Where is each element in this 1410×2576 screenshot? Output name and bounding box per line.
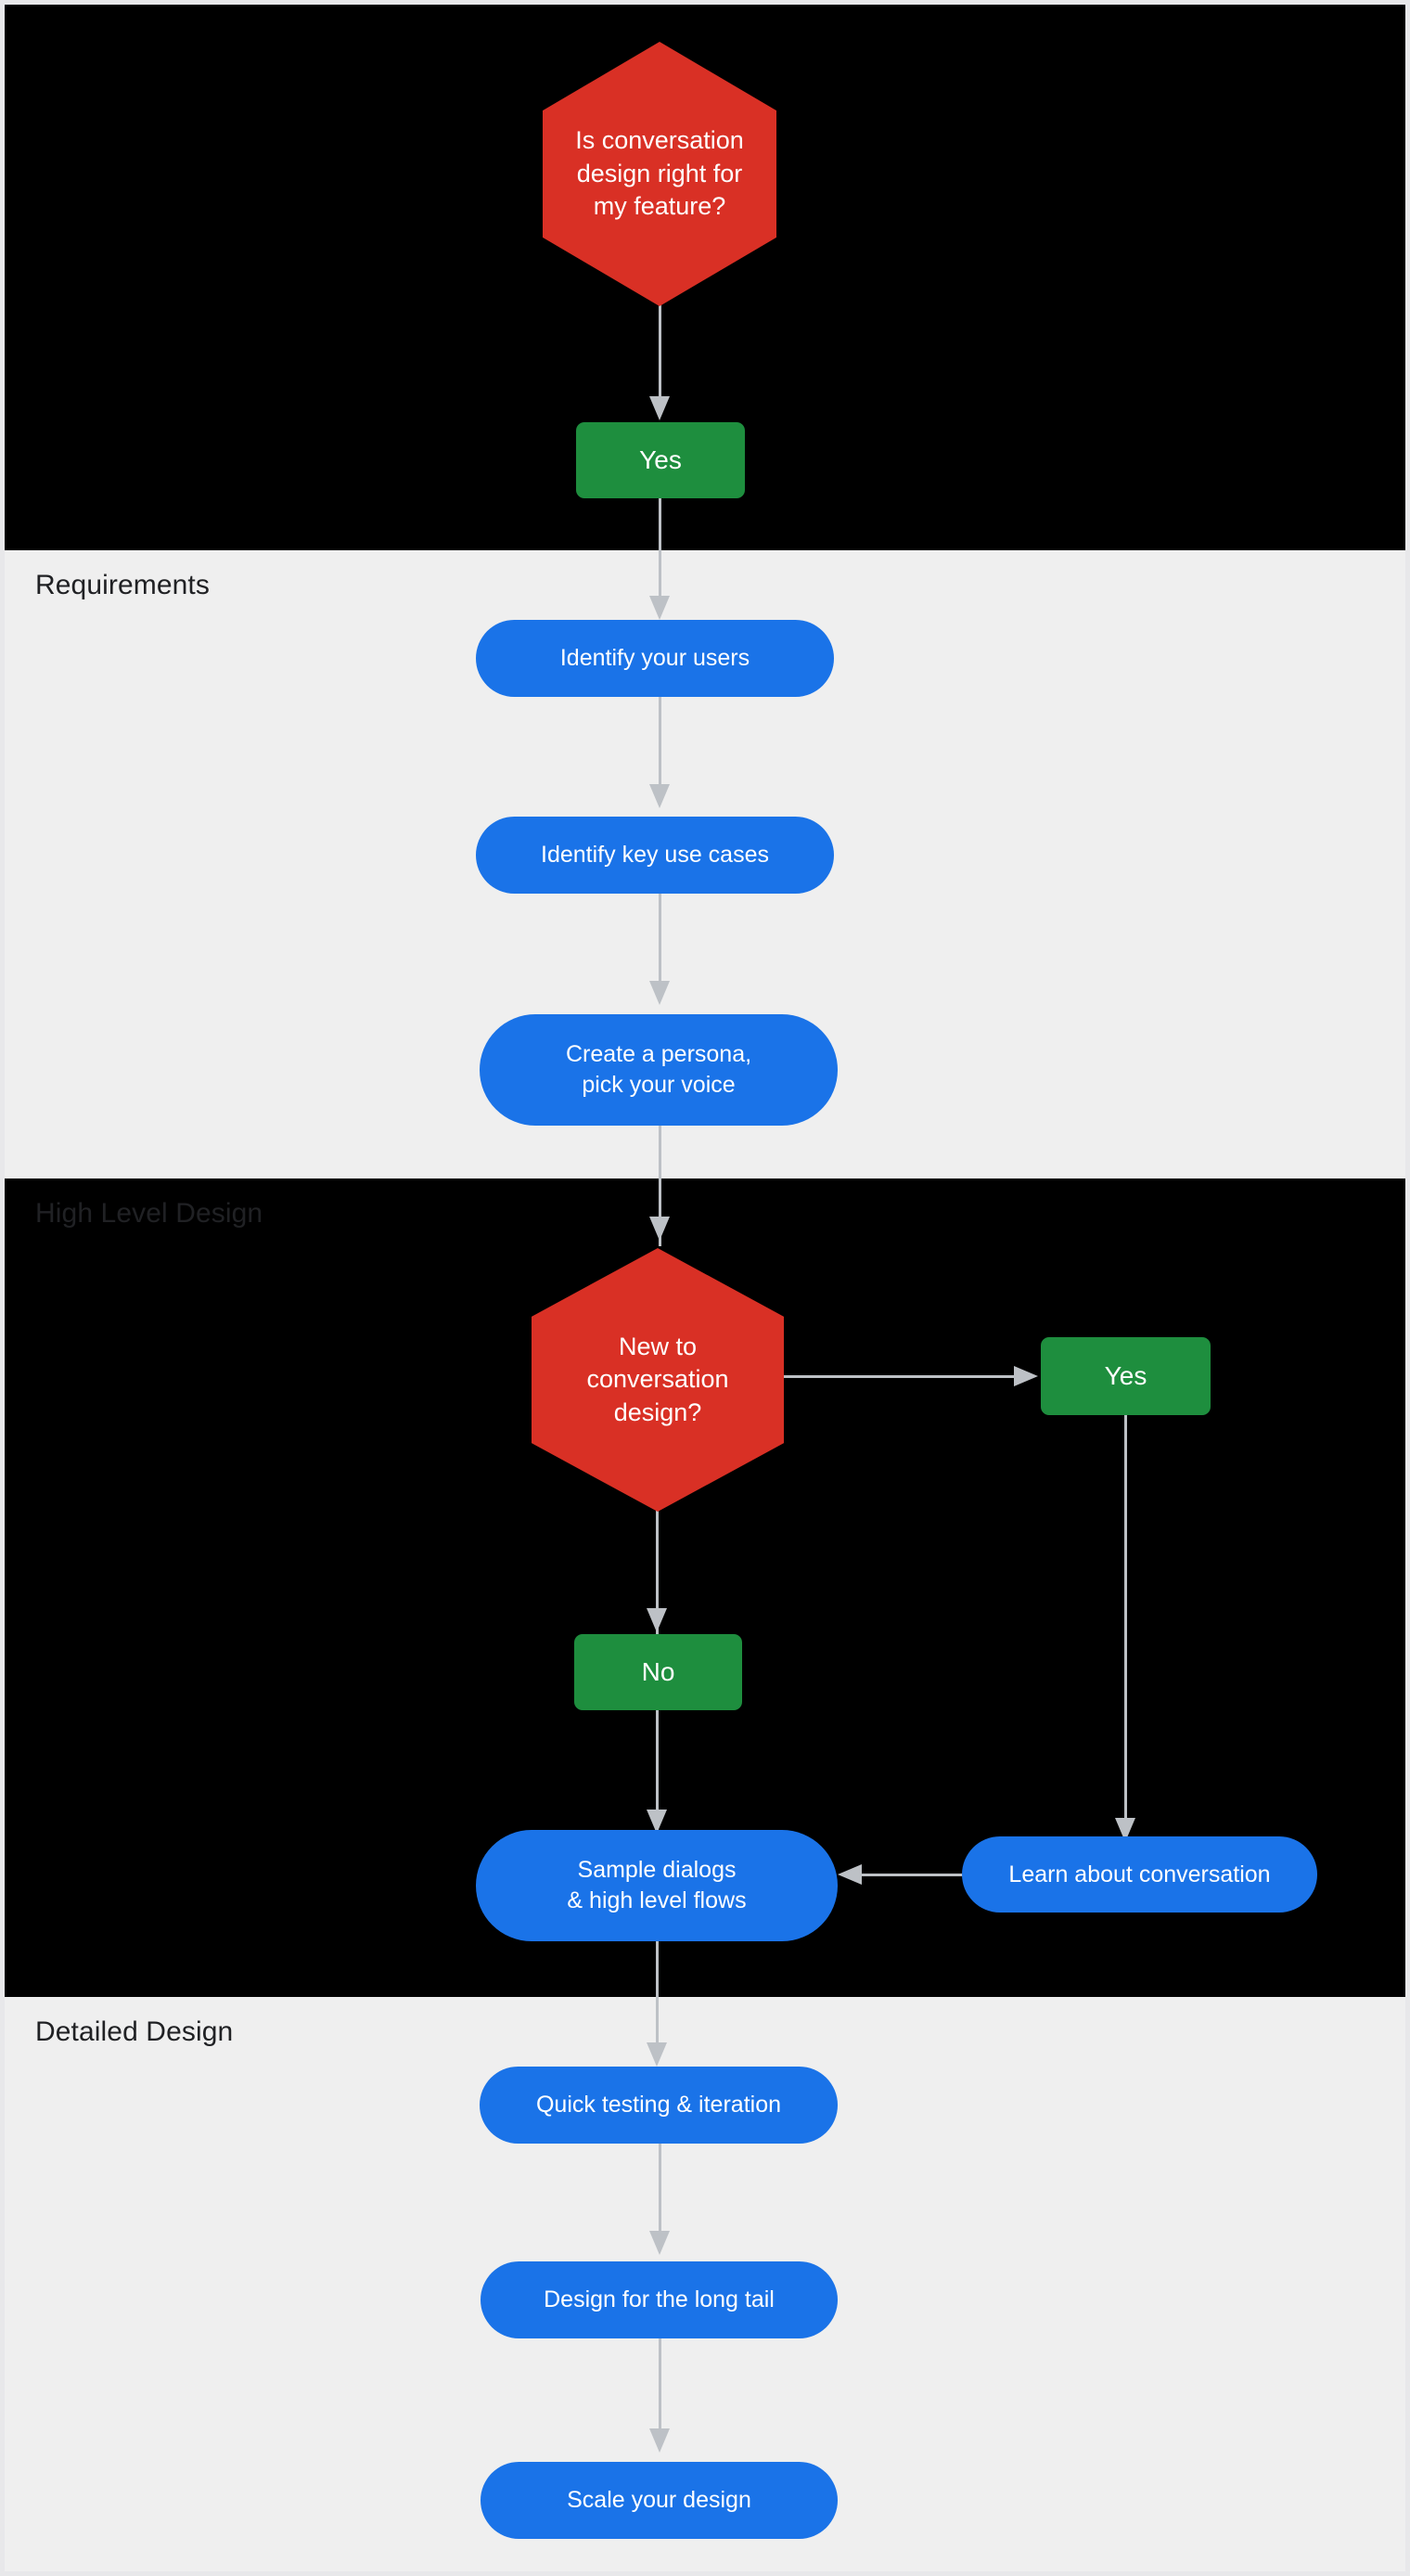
band-label-high-level-design: High Level Design <box>35 1198 263 1229</box>
band-label-requirements: Requirements <box>35 570 210 600</box>
edge-use-cases-to-persona-line <box>659 894 661 986</box>
edge-sample-dialogs-to-quick-testing-line <box>656 1941 659 2048</box>
edge-identify-users-to-use-cases-line <box>659 697 661 790</box>
band-label-detailed-design: Detailed Design <box>35 2016 234 2047</box>
answer-yes-new-to-cd[interactable]: Yes <box>1041 1337 1211 1415</box>
step-identify-key-use-cases[interactable]: Identify key use cases <box>476 817 834 894</box>
step-learn-about-conversation[interactable]: Learn about conversation <box>962 1836 1317 1913</box>
step-create-a-persona-pick-your-voice[interactable]: Create a persona, pick your voice <box>480 1014 838 1126</box>
edge-yes-to-identify-users-arrow <box>649 596 670 620</box>
edge-use-cases-to-persona-arrow <box>649 981 670 1005</box>
edge-sample-dialogs-to-quick-testing-arrow <box>647 2042 667 2067</box>
edge-no-to-sample-dialogs-arrow <box>647 1810 667 1834</box>
edge-yes-new-to-learn-arrow <box>1115 1818 1135 1842</box>
edge-no-to-sample-dialogs-line <box>656 1710 659 1835</box>
step-sample-dialogs-high-level-flows[interactable]: Sample dialogs & high level flows <box>476 1830 838 1941</box>
edge-new-to-cd-to-yes-arrow <box>1014 1366 1038 1386</box>
edge-persona-to-new-to-cd-line <box>659 1126 661 1246</box>
edge-quick-testing-to-long-tail-line <box>659 2143 661 2235</box>
answer-no-new-to-cd[interactable]: No <box>574 1634 742 1710</box>
edge-long-tail-to-scale-line <box>659 2338 661 2436</box>
edge-quick-testing-to-long-tail-arrow <box>649 2231 670 2255</box>
edge-decision-start-to-yes-arrow <box>649 396 670 420</box>
step-design-for-the-long-tail[interactable]: Design for the long tail <box>481 2261 838 2338</box>
edge-yes-to-identify-users-line <box>659 498 661 600</box>
edge-new-to-cd-to-no-line <box>656 1508 659 1638</box>
edge-learn-to-sample-dialogs-line <box>853 1874 979 1876</box>
edge-decision-start-to-yes-line <box>659 302 661 402</box>
step-quick-testing-iteration[interactable]: Quick testing & iteration <box>480 2067 838 2144</box>
answer-yes-start[interactable]: Yes <box>576 422 745 498</box>
step-scale-your-design[interactable]: Scale your design <box>481 2462 838 2539</box>
edge-identify-users-to-use-cases-arrow <box>649 784 670 808</box>
edge-long-tail-to-scale-arrow <box>649 2428 670 2453</box>
edge-yes-new-to-learn-line <box>1124 1415 1127 1842</box>
edge-persona-to-new-to-cd-arrow <box>649 1217 670 1241</box>
edge-new-to-cd-to-yes-line <box>782 1375 1021 1378</box>
edge-learn-to-sample-dialogs-arrow <box>838 1864 862 1885</box>
edge-new-to-cd-to-no-arrow <box>647 1608 667 1632</box>
step-identify-your-users[interactable]: Identify your users <box>476 620 834 697</box>
